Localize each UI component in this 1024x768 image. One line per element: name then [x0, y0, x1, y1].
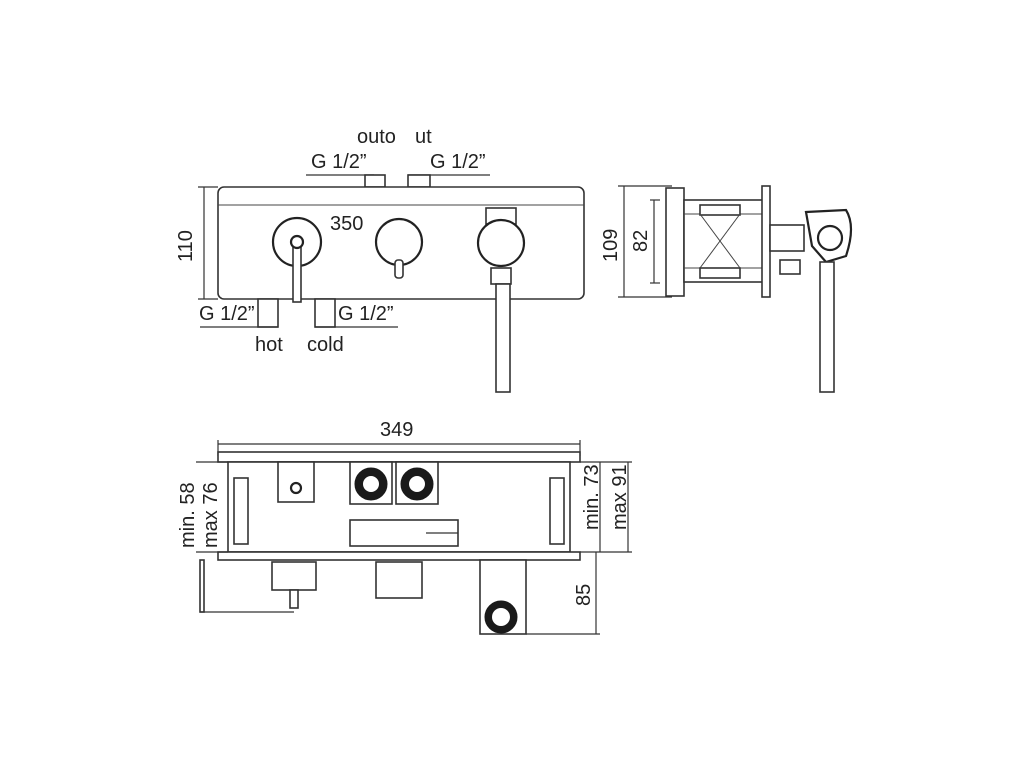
inlet-stub-cold: [314, 298, 336, 328]
lever-stub: [289, 589, 299, 609]
thread-bottom-left: G 1/2”: [199, 303, 255, 325]
thread-bottom-right: G 1/2”: [338, 303, 394, 325]
knob-stub: [779, 259, 801, 275]
shower-connector: [769, 224, 805, 252]
plan-right-min: min. 73: [581, 464, 603, 530]
hand-shower-hose: [495, 283, 511, 393]
stem-middle: [394, 259, 404, 279]
box-rail-right: [549, 477, 565, 545]
outlet-label-right: ut: [415, 126, 432, 148]
lever-base: [271, 561, 317, 591]
plan-left-min: min. 58: [177, 482, 199, 548]
side-inner-dimension: 82: [630, 230, 652, 252]
box-flange: [217, 551, 581, 561]
thread-top-right: G 1/2”: [430, 151, 486, 173]
hose-connector: [490, 267, 512, 285]
front-width-dimension: 350: [330, 213, 363, 235]
middle-knob-base: [375, 561, 423, 599]
housing-clip-bottom: [699, 267, 741, 279]
inlet-stub-hot: [257, 298, 279, 328]
box-rail-left: [233, 477, 249, 545]
front-view: outo ut G 1/2” G 1/2” 350 110: [175, 126, 585, 393]
thread-top-left: G 1/2”: [311, 151, 367, 173]
label-hot: hot: [255, 334, 283, 356]
label-cold: cold: [307, 334, 344, 356]
box-lid: [217, 451, 581, 463]
plan-view: 349 min. 58 max 76 min. 73 max 91: [177, 419, 632, 635]
plan-right-max: max 91: [609, 464, 631, 530]
plan-width-dimension: 349: [380, 419, 413, 441]
outlet-stub-left: [364, 174, 386, 188]
knob-middle: [374, 217, 424, 267]
front-height-dimension: 110: [175, 230, 197, 262]
plan-left-max: max 76: [200, 482, 222, 548]
side-total-dimension: 109: [600, 229, 622, 262]
plan-spout-dimension: 85: [573, 584, 595, 606]
outlet-stub-right: [407, 174, 431, 188]
outlet-label-left: outo: [357, 126, 396, 148]
wall-plate: [761, 185, 771, 298]
knob-right: [476, 218, 526, 268]
side-hose: [819, 261, 835, 393]
housing-back: [665, 187, 685, 297]
lever-left: [292, 241, 302, 303]
side-view: 109 82: [600, 185, 853, 393]
housing-clip-top: [699, 204, 741, 216]
